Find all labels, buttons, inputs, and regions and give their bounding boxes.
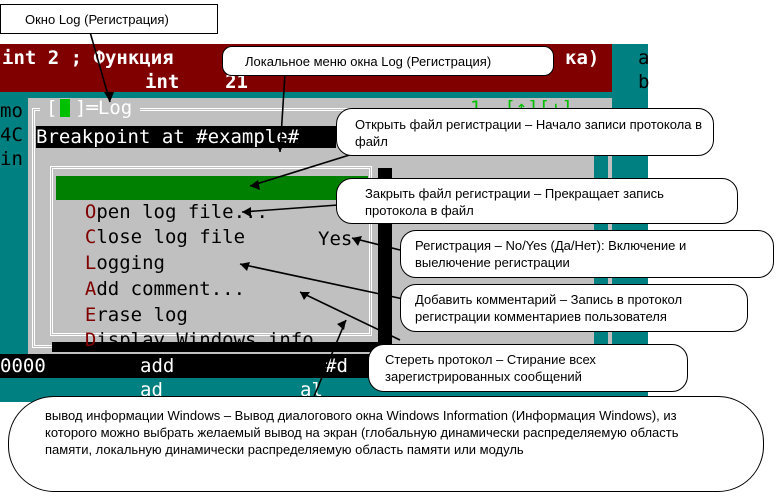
callout-open-log-file: Открыть файл регистрации – Начало записи… — [336, 108, 714, 156]
bottom-instr: add — [140, 355, 175, 377]
log-close-icon[interactable] — [60, 99, 70, 117]
callout-erase-log: Стереть протокол – Стирание всех зарегис… — [368, 344, 688, 392]
hotkey-l: L — [84, 252, 97, 274]
menu-item-label: ogging — [96, 252, 165, 274]
callout-add-comment: Добавить комментарий – Запись в протокол… — [400, 284, 748, 332]
hotkey-c: C — [84, 226, 97, 248]
menu-item-label: lose log file — [96, 226, 246, 248]
cpu-line-2: int 21 — [145, 71, 248, 93]
menu-item-label: rase log — [96, 304, 188, 326]
menu-item-logging[interactable]: Logging — [62, 227, 165, 275]
callout-local-menu: Локальное меню окна Log (Регистрация) — [222, 46, 554, 76]
hotkey-o: O — [84, 201, 97, 223]
bottom-line2: ad — [140, 379, 163, 401]
menu-item-label: isplay Windows info... — [96, 329, 349, 351]
right-col-a: a — [638, 47, 650, 69]
hotkey-d: D — [84, 329, 97, 351]
log-content-line: Breakpoint at #example# — [36, 126, 300, 148]
menu-item-erase-log[interactable]: Erase log — [62, 279, 188, 327]
callout-logging: Регистрация – No/Yes (Да/Нет): Включение… — [400, 230, 774, 278]
menu-item-close-log-file[interactable]: Close log file — [62, 201, 245, 249]
log-title: ]═Log — [75, 97, 133, 119]
cpu-line-1-right: ка) — [565, 47, 600, 69]
log-content-bar — [36, 126, 336, 148]
local-menu-border — [50, 166, 372, 336]
log-title-prefix: [ — [46, 97, 58, 119]
left-col-1: mo — [0, 100, 23, 122]
menu-item-label: dd comment... — [96, 278, 246, 300]
bottom-line2-tail: al — [300, 379, 323, 401]
hotkey-a: A — [84, 278, 97, 300]
menu-selection-bar — [56, 176, 368, 200]
callout-close-log-file: Закрыть файл регистрации – Прекращает за… — [336, 178, 738, 224]
menu-item-label: pen log file... — [96, 201, 268, 223]
bottom-addr: 0000 — [0, 355, 46, 377]
right-col-b: b — [638, 71, 650, 93]
menu-item-add-comment[interactable]: Add comment... — [62, 253, 245, 301]
cpu-line-1: int 2 ; Функция — [2, 47, 186, 69]
callout-log-window: Окно Log (Регистрация) — [0, 4, 218, 34]
left-col-3: in — [0, 148, 23, 170]
menu-item-open-log-file[interactable]: Open log file... — [62, 176, 268, 224]
menu-item-display-windows-info[interactable]: Display Windows info... — [62, 304, 348, 352]
hotkey-e: E — [84, 304, 97, 326]
left-col-2: 4C — [0, 124, 23, 146]
menu-item-logging-value: Yes — [318, 228, 353, 250]
callout-display-windows-info: вывод информации Windows – Вывод диалого… — [8, 396, 764, 492]
bottom-instr-tail: #d — [325, 355, 348, 377]
